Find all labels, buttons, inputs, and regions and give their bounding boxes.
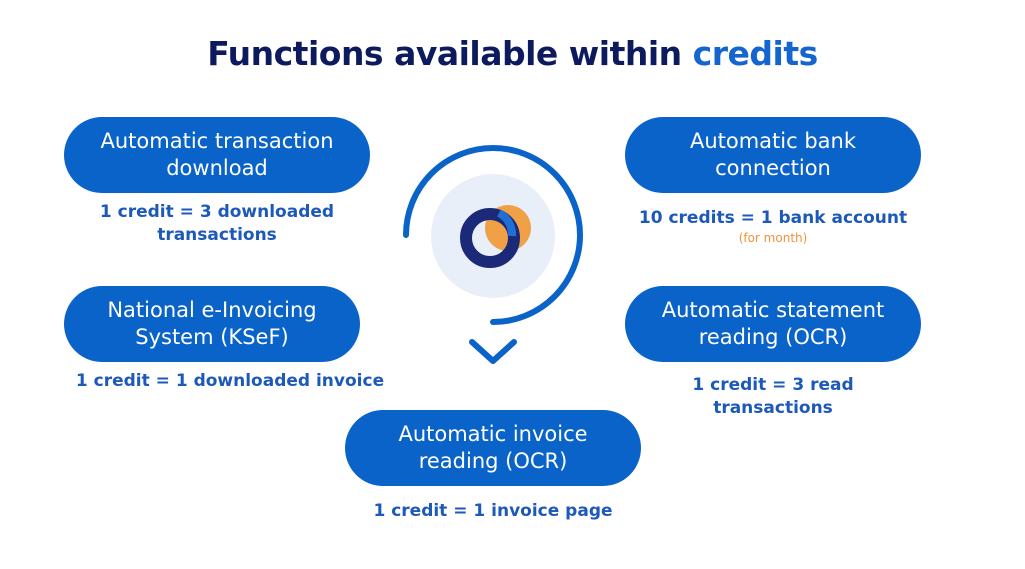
pill-ksef: National e-Invoicing System (KSeF) (64, 286, 360, 362)
pill-label: Automatic statement reading (OCR) (661, 298, 885, 349)
note-bank-connection: 10 credits = 1 bank account (638, 208, 908, 228)
pill-bank-connection: Automatic bank connection (625, 117, 921, 193)
pill-label: Automatic invoice reading (OCR) (398, 422, 588, 473)
cycle-arrow-graphic (403, 145, 583, 364)
title-main: Functions available within (207, 34, 693, 73)
circular-arrow-icon (403, 145, 583, 325)
arrow-head-icon (469, 339, 517, 364)
title-accent: credits (692, 34, 819, 73)
note-transaction-download: 1 credit = 3 downloaded transactions (99, 202, 335, 245)
page-title: Functions available within credits (0, 34, 1025, 73)
note-ksef: 1 credit = 1 downloaded invoice (75, 371, 385, 391)
pill-label: National e-Invoicing System (KSeF) (107, 298, 317, 349)
pill-label: Automatic transaction download (100, 129, 334, 180)
note-statement-reading: 1 credit = 3 read transactions (692, 375, 854, 418)
pill-label: Automatic bank connection (689, 129, 857, 180)
note-bank-connection-period: (for month) (738, 231, 808, 245)
logo-icon (460, 205, 531, 268)
pill-statement-reading: Automatic statement reading (OCR) (625, 286, 921, 362)
pill-invoice-reading: Automatic invoice reading (OCR) (345, 410, 641, 486)
note-invoice-reading: 1 credit = 1 invoice page (373, 501, 613, 521)
pill-transaction-download: Automatic transaction download (64, 117, 370, 193)
